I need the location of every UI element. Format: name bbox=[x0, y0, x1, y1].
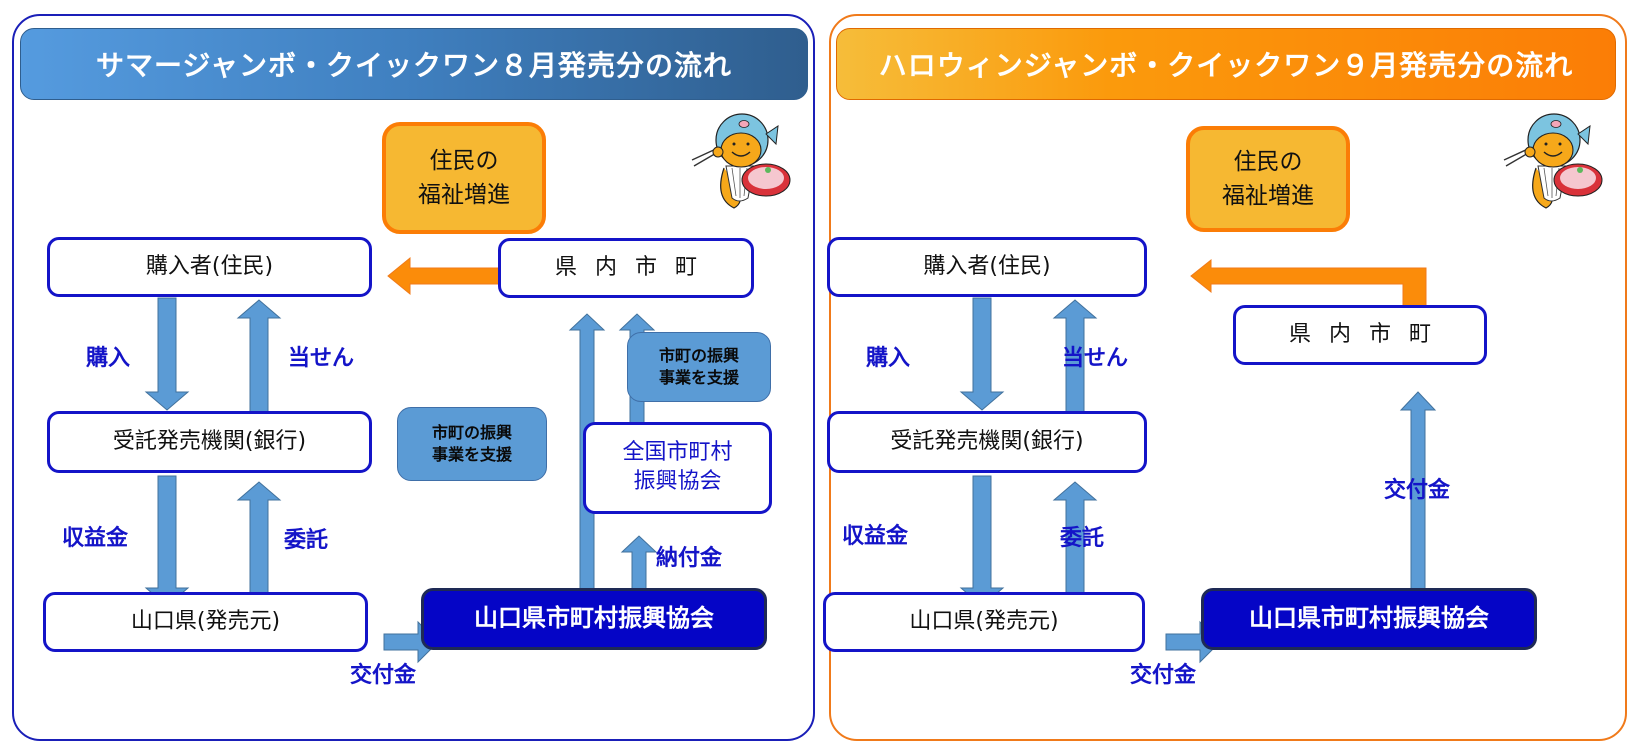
label-grant-bottom-right: 交付金 bbox=[1130, 663, 1197, 688]
node-municipalities: 県内市町 bbox=[498, 238, 754, 298]
national-line-2: 振興協会 bbox=[633, 469, 722, 494]
welfare-box-right: 住民の 福祉増進 bbox=[1186, 126, 1350, 232]
pufferfish-mascot-icon bbox=[684, 108, 794, 218]
label-purchase-right: 購入 bbox=[866, 346, 911, 371]
label-purchase: 購入 bbox=[86, 346, 131, 371]
pufferfish-mascot-icon-right bbox=[1496, 108, 1606, 218]
support-box-1: 市町の振興 事業を支援 bbox=[397, 407, 547, 481]
label-winning: 当せん bbox=[288, 346, 355, 371]
label-consignment-right: 委託 bbox=[1060, 526, 1105, 551]
left-panel-title: サマージャンボ・クイックワン８月発売分の流れ bbox=[20, 28, 808, 100]
label-grant: 交付金 bbox=[350, 663, 417, 688]
label-proceeds-right: 収益金 bbox=[842, 524, 909, 549]
welfare-right-line-2: 福祉増進 bbox=[1222, 183, 1314, 209]
label-winning-right: 当せん bbox=[1062, 346, 1129, 371]
node-bank: 受託発売機関(銀行) bbox=[47, 411, 372, 473]
node-association: 山口県市町村振興協会 bbox=[421, 588, 767, 650]
welfare-line-1: 住民の bbox=[429, 147, 499, 174]
support-1-line-1: 市町の振興 bbox=[431, 423, 512, 443]
right-panel-title: ハロウィンジャンボ・クイックワン９月発売分の流れ bbox=[836, 28, 1616, 100]
node-bank-right: 受託発売機関(銀行) bbox=[827, 411, 1147, 473]
welfare-box-left: 住民の 福祉増進 bbox=[382, 122, 546, 234]
welfare-right-line-1: 住民の bbox=[1233, 148, 1303, 175]
label-consignment: 委託 bbox=[284, 528, 329, 553]
welfare-line-2: 福祉増進 bbox=[418, 182, 510, 208]
node-association-right: 山口県市町村振興協会 bbox=[1201, 588, 1537, 650]
node-prefecture: 山口県(発売元) bbox=[43, 592, 368, 652]
node-purchaser-right: 購入者(住民) bbox=[827, 237, 1147, 297]
support-2-line-2: 事業を支援 bbox=[658, 368, 739, 387]
label-proceeds: 収益金 bbox=[62, 526, 129, 551]
label-grant-side-right: 交付金 bbox=[1384, 478, 1451, 503]
support-box-2: 市町の振興 事業を支援 bbox=[627, 332, 771, 402]
node-national-association: 全国市町村 振興協会 bbox=[583, 422, 772, 514]
national-line-1: 全国市町村 bbox=[622, 440, 733, 466]
support-1-line-2: 事業を支援 bbox=[431, 445, 512, 464]
label-payment: 納付金 bbox=[656, 546, 723, 571]
node-municipalities-right: 県内市町 bbox=[1233, 305, 1487, 365]
node-prefecture-right: 山口県(発売元) bbox=[823, 592, 1145, 652]
support-2-line-1: 市町の振興 bbox=[658, 346, 739, 366]
node-purchaser: 購入者(住民) bbox=[47, 237, 372, 297]
